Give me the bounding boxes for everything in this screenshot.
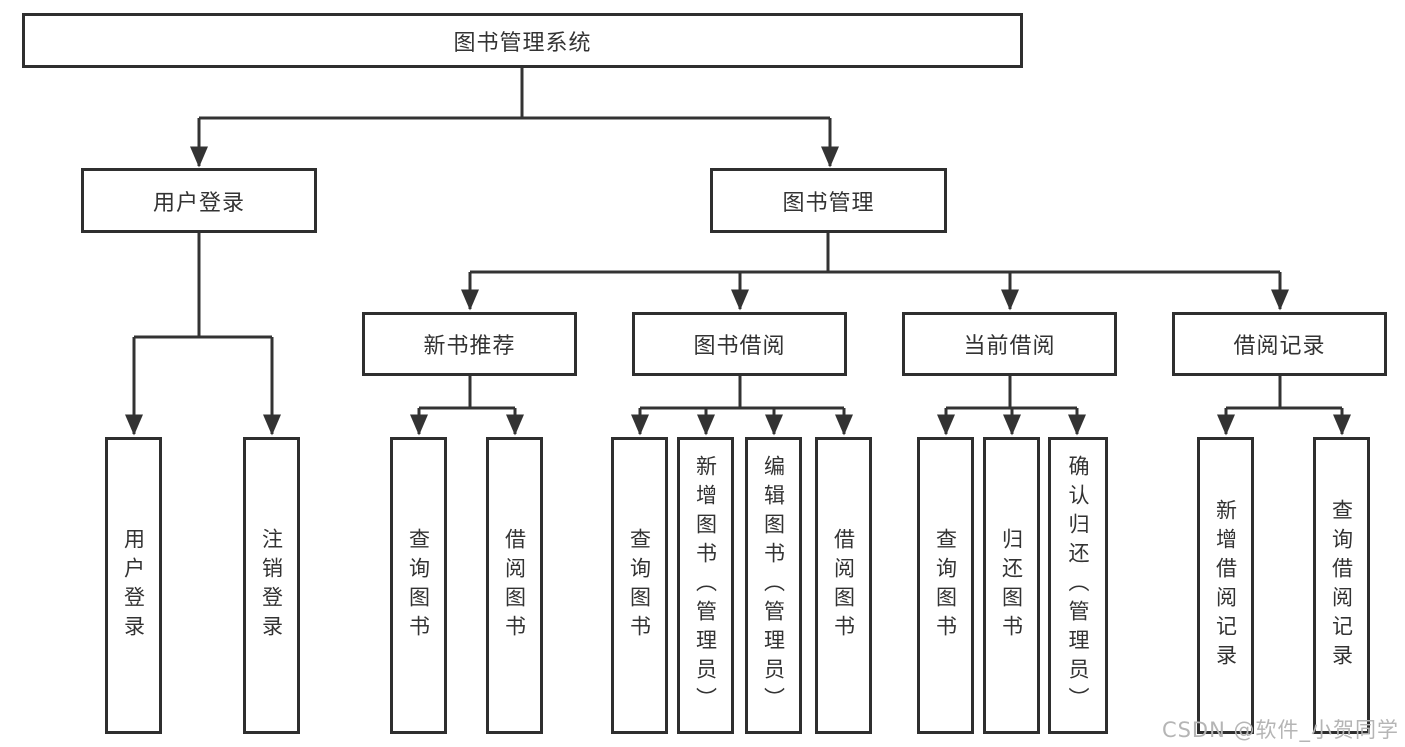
leaf-label: 查询图书 bbox=[933, 527, 958, 644]
node-current-borrowing: 当前借阅 bbox=[902, 312, 1117, 376]
leaf-query-borrow-record: 查询借阅记录 bbox=[1313, 437, 1370, 734]
leaf-label: 新增借阅记录 bbox=[1213, 498, 1238, 673]
csdn-watermark: CSDN @软件_小贺同学 bbox=[1161, 718, 1399, 742]
leaf-label: 新增图书（管理员） bbox=[693, 455, 718, 716]
leaf-return-books: 归还图书 bbox=[983, 437, 1040, 734]
node-new-book-recommend: 新书推荐 bbox=[362, 312, 577, 376]
leaf-label: 用户登录 bbox=[121, 527, 146, 644]
leaf-label: 借阅图书 bbox=[502, 527, 527, 644]
leaf-borrow-books-1: 借阅图书 bbox=[486, 437, 543, 734]
leaf-label: 查询图书 bbox=[406, 527, 431, 644]
leaf-logout: 注销登录 bbox=[243, 437, 300, 734]
node-borrow-records: 借阅记录 bbox=[1172, 312, 1387, 376]
node-user-login: 用户登录 bbox=[81, 168, 317, 233]
leaf-label: 归还图书 bbox=[999, 527, 1024, 644]
leaf-query-books-1: 查询图书 bbox=[390, 437, 447, 734]
leaf-query-books-2: 查询图书 bbox=[611, 437, 668, 734]
node-book-borrowing: 图书借阅 bbox=[632, 312, 847, 376]
node-book-management: 图书管理 bbox=[710, 168, 947, 233]
leaf-user-login: 用户登录 bbox=[105, 437, 162, 734]
leaf-label: 查询借阅记录 bbox=[1329, 498, 1354, 673]
leaf-edit-books-admin: 编辑图书（管理员） bbox=[745, 437, 802, 734]
leaf-query-books-3: 查询图书 bbox=[917, 437, 974, 734]
leaf-add-borrow-record: 新增借阅记录 bbox=[1197, 437, 1254, 734]
leaf-label: 确认归还（管理员） bbox=[1066, 455, 1090, 716]
leaf-label: 查询图书 bbox=[627, 527, 652, 644]
leaf-confirm-return-admin: 确认归还（管理员） bbox=[1048, 437, 1108, 734]
leaf-label: 借阅图书 bbox=[831, 527, 856, 644]
leaf-label: 注销登录 bbox=[259, 527, 284, 644]
node-library-system: 图书管理系统 bbox=[22, 13, 1023, 68]
leaf-borrow-books-2: 借阅图书 bbox=[815, 437, 872, 734]
leaf-add-books-admin: 新增图书（管理员） bbox=[677, 437, 734, 734]
leaf-label: 编辑图书（管理员） bbox=[761, 455, 786, 716]
